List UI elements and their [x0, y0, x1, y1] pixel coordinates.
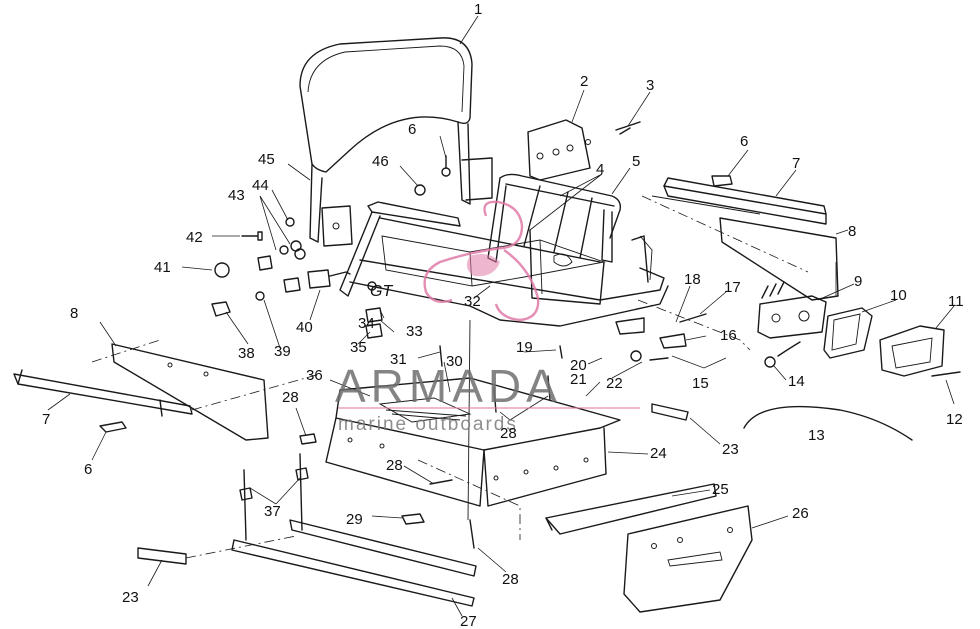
callout-c24: 24 — [650, 445, 667, 462]
bottom-rails — [231, 453, 477, 607]
callout-c42: 42 — [186, 229, 203, 246]
watermark-subtitle: marine outboards — [338, 414, 518, 435]
callout-c17: 17 — [724, 279, 741, 296]
callout-c35: 35 — [350, 339, 367, 356]
callout-c46: 46 — [372, 153, 389, 170]
callout-c5: 5 — [632, 153, 640, 170]
bolts-center — [439, 313, 707, 367]
callout-c40: 40 — [296, 319, 313, 336]
callout-c45: 45 — [258, 151, 275, 168]
callout-c9: 9 — [854, 273, 862, 290]
callout-c28a: 28 — [282, 389, 299, 406]
callout-c15: 15 — [692, 375, 709, 392]
callout-c44: 44 — [252, 177, 269, 194]
callout-c31: 31 — [390, 351, 407, 368]
callout-c33: 33 — [406, 323, 423, 340]
callout-c21: 21 — [570, 371, 587, 388]
callout-c27: 27 — [460, 613, 477, 629]
callout-c41: 41 — [154, 259, 171, 276]
callout-c6c: 6 — [84, 461, 92, 478]
callout-c20: 20 — [570, 357, 587, 374]
side-panel-right — [651, 175, 839, 301]
callout-c37: 37 — [264, 503, 281, 520]
callout-c4: 4 — [596, 161, 604, 178]
callout-c23a: 23 — [722, 441, 739, 458]
callout-c10: 10 — [890, 287, 907, 304]
callout-c39: 39 — [274, 343, 291, 360]
callout-c30: 30 — [446, 353, 463, 370]
callout-c23b: 23 — [122, 589, 139, 606]
callout-c11: 11 — [948, 293, 964, 310]
callout-c7b: 7 — [42, 411, 50, 428]
callout-c34: 34 — [358, 315, 375, 332]
storage-box — [299, 319, 621, 549]
armada-logo-icon — [423, 200, 540, 322]
callout-c28b: 28 — [500, 425, 517, 442]
callout-c43: 43 — [228, 187, 245, 204]
callout-c18: 18 — [684, 271, 701, 288]
callout-c38: 38 — [238, 345, 255, 362]
callout-c28d: 28 — [502, 571, 519, 588]
taillight-assembly — [743, 281, 961, 441]
alignment-lines — [91, 195, 809, 559]
callout-c7a: 7 — [792, 155, 800, 172]
callout-c1: 1 — [474, 1, 482, 18]
callout-c8a: 8 — [70, 305, 78, 322]
armada-watermark: ARMADA marine outboards — [335, 200, 640, 435]
callout-c12: 12 — [946, 411, 963, 428]
callout-c26: 26 — [792, 505, 809, 522]
callout-c6b: 6 — [740, 133, 748, 150]
callout-c19: 19 — [516, 339, 533, 356]
callout-c2: 2 — [580, 73, 588, 90]
callout-c36: 36 — [306, 367, 323, 384]
callout-c3: 3 — [646, 77, 654, 94]
fasteners-left — [211, 155, 451, 339]
callout-c6a: 6 — [408, 121, 416, 138]
side-panel-left — [13, 343, 269, 441]
mud-flap-parts — [137, 403, 753, 613]
callout-c8b: 8 — [848, 223, 856, 240]
callout-c25: 25 — [712, 481, 729, 498]
leader-lines — [47, 15, 955, 617]
callout-c13: 13 — [808, 427, 825, 444]
callout-c29: 29 — [346, 511, 363, 528]
callout-c16: 16 — [720, 327, 737, 344]
callout-c28c: 28 — [386, 457, 403, 474]
rack-decal: GT — [370, 283, 393, 300]
watermark-title: ARMADA — [335, 360, 562, 412]
callout-c32: 32 — [464, 293, 481, 310]
callout-c14: 14 — [788, 373, 805, 390]
backrest — [299, 37, 493, 247]
bracket-plate — [527, 119, 641, 181]
rack-frame: GT — [339, 173, 669, 327]
callout-c22: 22 — [606, 375, 623, 392]
